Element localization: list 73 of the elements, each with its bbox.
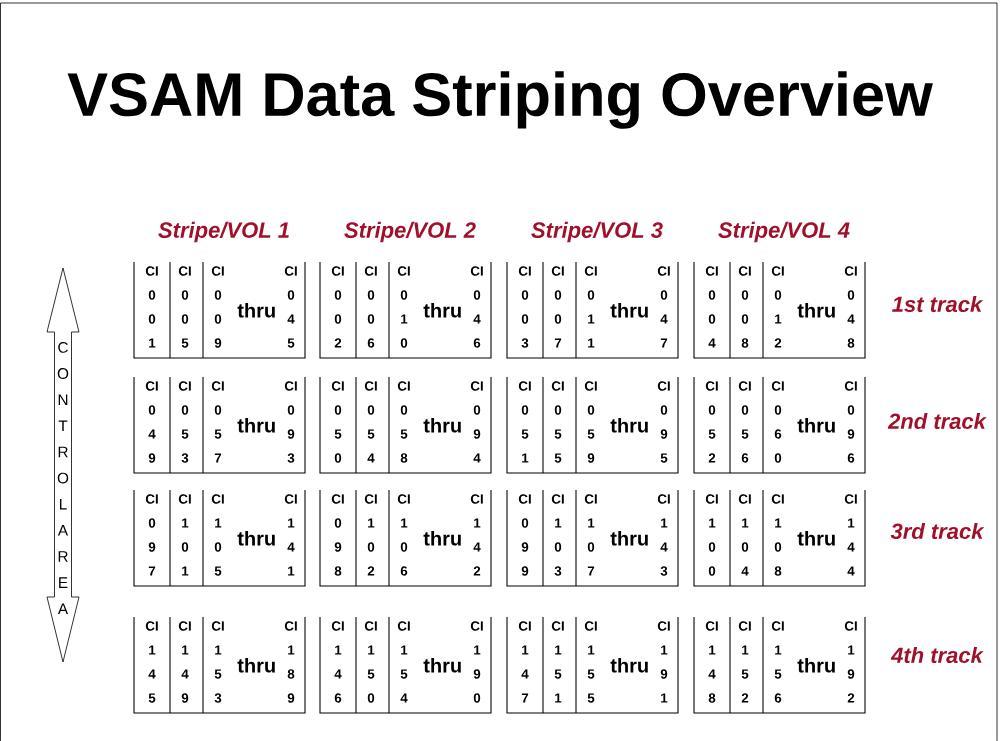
ci-number: CI 0 4 7	[657, 266, 670, 348]
ci-number: CI 0 0 5	[178, 266, 191, 348]
ci-number: CI 1 0 7	[584, 494, 597, 576]
ci-number: CI 0 0 4	[705, 266, 718, 348]
ci-number: CI 1 5 5	[584, 621, 597, 703]
ci-number: CI 1 4 2	[470, 494, 483, 576]
ci-number: CI 1 4 9	[178, 621, 191, 703]
column-heading: Stripe/VOL 1	[158, 221, 289, 243]
ci-number: CI 0 5 1	[518, 381, 531, 463]
ci-number: CI 1 8 9	[284, 621, 297, 703]
ci-number: CI 1 0 6	[397, 494, 410, 576]
ci-number: CI 1 9 0	[470, 621, 483, 703]
ci-number: CI 0 0 3	[518, 266, 531, 348]
ci-number: CI 1 0 3	[551, 494, 564, 576]
ci-number: CI 1 4 1	[284, 494, 297, 576]
ci-number: CI 0 9 5	[657, 381, 670, 463]
ci-number: CI 1 5 0	[364, 621, 377, 703]
ci-number: CI 1 4 7	[518, 621, 531, 703]
ci-number: CI 1 9 2	[844, 621, 857, 703]
ci-number: CI 1 4 3	[657, 494, 670, 576]
ci-number: CI 1 0 0	[705, 494, 718, 576]
row-label: 3rd track	[890, 522, 985, 540]
ci-number: CI 0 1 2	[771, 266, 784, 348]
ci-number: CI 0 4 8	[844, 266, 857, 348]
ci-number: CI 1 5 6	[771, 621, 784, 703]
ci-number: CI 1 5 2	[738, 621, 751, 703]
ci-number: CI 0 5 8	[397, 381, 410, 463]
ci-number: CI 1 0 2	[364, 494, 377, 576]
ci-number: CI 0 9 9	[518, 494, 531, 576]
ci-number: CI 0 9 8	[331, 494, 344, 576]
column-heading: Stripe/VOL 4	[718, 221, 850, 243]
ci-number: CI 1 5 3	[211, 621, 224, 703]
ci-number: CI 0 4 5	[284, 266, 297, 348]
ci-number: CI 1 5 4	[397, 621, 410, 703]
ci-number: CI 1 9 1	[657, 621, 670, 703]
ci-number: CI 0 5 5	[551, 381, 564, 463]
row-label: 4th track	[890, 646, 984, 664]
ci-number: CI 0 1 1	[584, 266, 597, 348]
ci-number: CI 0 5 7	[211, 381, 224, 463]
row-label: 1st track	[892, 295, 984, 313]
ci-number: CI 0 4 9	[145, 381, 158, 463]
ci-number: CI 0 9 4	[470, 381, 483, 463]
column-heading: Stripe/VOL 2	[344, 221, 476, 243]
ci-number: CI 0 5 2	[705, 381, 718, 463]
ci-number: CI 1 4 8	[705, 621, 718, 703]
ci-number: CI 1 0 5	[211, 494, 224, 576]
ci-number: CI 0 6 0	[771, 381, 784, 463]
ci-number: CI 0 5 6	[738, 381, 751, 463]
ci-number: CI 0 9 6	[844, 381, 857, 463]
ci-number: CI 1 0 1	[178, 494, 191, 576]
ci-number: CI 0 0 2	[331, 266, 344, 348]
ci-number: CI 1 5 1	[551, 621, 564, 703]
ci-number: CI 1 4 6	[331, 621, 344, 703]
ci-number: CI 0 4 6	[470, 266, 483, 348]
title: VSAM Data Striping Overview	[67, 71, 933, 129]
column-heading: Stripe/VOL 3	[531, 221, 663, 243]
ci-number: CI 0 5 4	[364, 381, 377, 463]
ci-number: CI 0 0 8	[738, 266, 751, 348]
ci-number: CI 1 4 5	[145, 621, 158, 703]
ci-number: CI 1 0 8	[771, 494, 784, 576]
ci-number: CI 1 4 4	[844, 494, 857, 576]
ci-number: CI 0 0 7	[551, 266, 564, 348]
ci-number: CI 0 9 7	[145, 494, 158, 576]
ci-number: CI 0 9 3	[284, 381, 297, 463]
ci-number: CI 0 5 0	[331, 381, 344, 463]
ci-number: CI 0 0 9	[211, 266, 224, 348]
ci-number: CI 0 1 0	[397, 266, 410, 348]
row-label: 2nd track	[887, 412, 987, 430]
ci-number: CI 0 0 6	[364, 266, 377, 348]
ci-number: CI 1 0 4	[738, 494, 751, 576]
ci-number: CI 0 0 1	[145, 266, 158, 348]
ci-number: CI 0 5 9	[584, 381, 597, 463]
ci-number: CI 0 5 3	[178, 381, 191, 463]
